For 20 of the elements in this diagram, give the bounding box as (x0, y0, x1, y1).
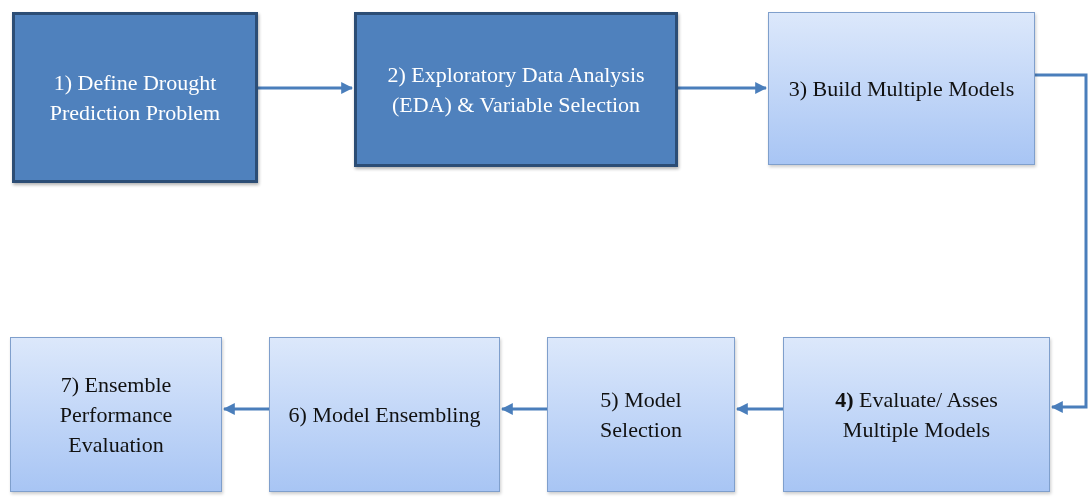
process-box (269, 337, 500, 492)
process-box (354, 12, 678, 167)
step-label: 1) Define Drought Prediction Problem (48, 68, 222, 127)
process-box (547, 337, 735, 492)
step-label: 4) Evaluate/ Asses Multiple Models (834, 385, 999, 444)
arrow (500, 403, 547, 415)
step-label: 7) Ensemble Performance Evaluation (58, 370, 174, 459)
process-box (768, 12, 1035, 165)
arrow (258, 82, 354, 94)
arrow (735, 403, 783, 415)
process-box (783, 337, 1050, 492)
arrow (678, 82, 768, 94)
arrow (1035, 73, 1088, 413)
process-box (10, 337, 222, 492)
step-label: 3) Build Multiple Models (788, 74, 1015, 103)
process-box (12, 12, 258, 183)
step-label: 2) Exploratory Data Analysis (EDA) & Variable Selection (386, 60, 646, 119)
arrow (222, 403, 269, 415)
step-label: 6) Model Ensembling (288, 400, 481, 429)
step-label: 5) Model Selection (599, 385, 683, 444)
